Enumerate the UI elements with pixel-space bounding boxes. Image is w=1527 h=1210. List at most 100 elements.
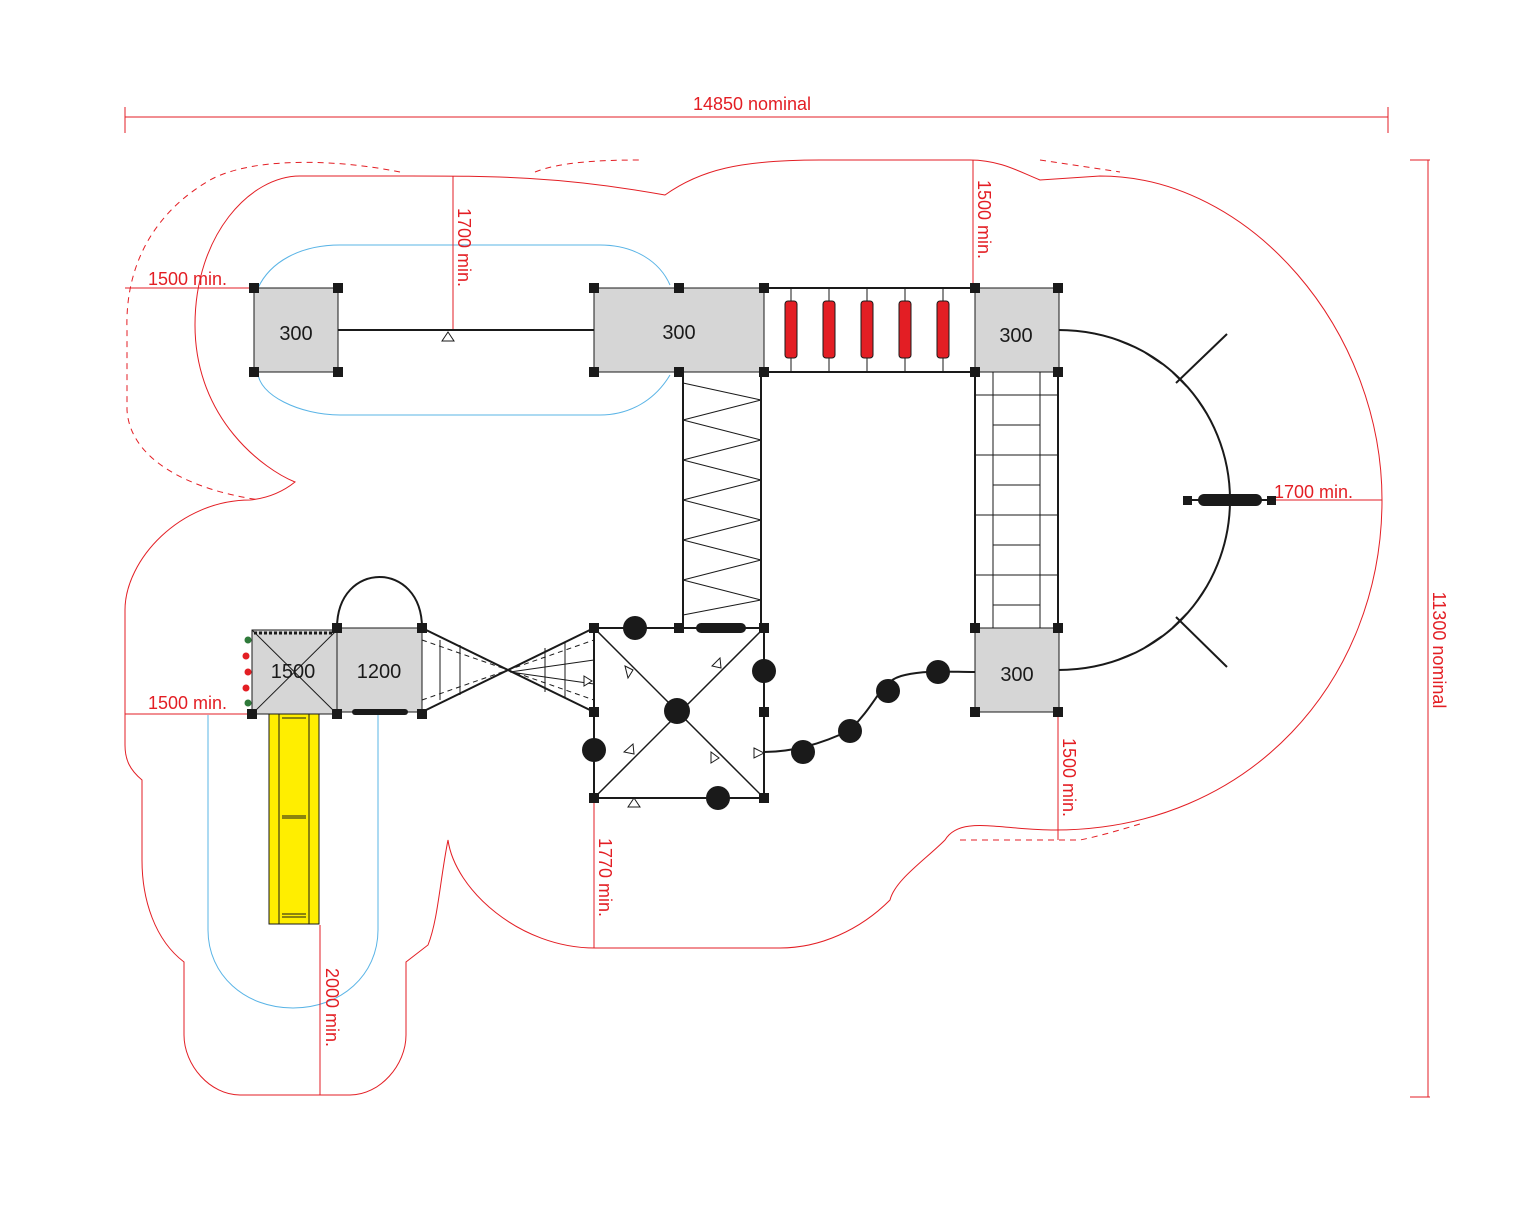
- monkey-bar-rung-icon: [784, 300, 798, 359]
- platform-lower-right-label: 300: [1000, 664, 1033, 686]
- square-post-icon: [332, 623, 342, 633]
- blue-zones: [207, 244, 671, 1009]
- triangle-handhold-icon: [627, 797, 641, 808]
- slide: [268, 713, 320, 925]
- deck-grab-bar: [352, 709, 408, 715]
- round-pod-icon: [623, 616, 647, 640]
- overall-height-label: 11300 nominal: [1429, 592, 1449, 709]
- top-right-clearance-label: 1500 min.: [974, 180, 994, 259]
- round-pod-icon: [582, 738, 606, 762]
- square-post-icon: [1053, 283, 1063, 293]
- square-post-icon: [247, 709, 257, 719]
- square-post-icon: [249, 367, 259, 377]
- square-post-icon: [970, 367, 980, 377]
- safety-zone-dashed-top: [534, 159, 641, 173]
- dimension-labels: 14850 nominal 11300 nominal 1700 min. 15…: [148, 94, 1449, 1047]
- triangle-handhold-icon: [622, 742, 635, 755]
- platform-top-center-label: 300: [662, 322, 695, 344]
- arc-tick: [1212, 555, 1222, 575]
- monkey-bar-rung-icon: [936, 300, 950, 359]
- stepping-pods: [582, 616, 950, 810]
- round-pod-icon: [926, 660, 950, 684]
- arc-tick: [1114, 652, 1134, 662]
- square-post-icon: [417, 623, 427, 633]
- upper-blue-zone: [257, 244, 671, 416]
- square-post-icon: [759, 283, 769, 293]
- monkey-bars: [784, 288, 950, 372]
- right-clearance-label: 1700 min.: [1274, 482, 1353, 502]
- square-post-icon: [332, 709, 342, 719]
- triangle-handhold-icon: [753, 747, 766, 759]
- platform-top-left-label: 300: [279, 323, 312, 345]
- arc-ticks: [1081, 330, 1230, 670]
- square-post-icon: [589, 283, 599, 293]
- square-post-icon: [970, 283, 980, 293]
- platform-labels: 300 300 300 300 1500 1200: [271, 322, 1034, 686]
- left-upper-clearance-label: 1500 min.: [148, 269, 227, 289]
- platform-lower-right: [974, 627, 1060, 713]
- arch-climber: [336, 576, 423, 629]
- crawl-net: [421, 627, 595, 713]
- arc-tick: [1224, 523, 1230, 544]
- bottom-center-clearance-label: 1770 min.: [595, 838, 615, 917]
- square-post-icon: [589, 793, 599, 803]
- platform-slide-deck-label: 1500: [271, 661, 316, 683]
- triangle-handhold-icon: [710, 751, 720, 764]
- monkey-bar-rung-icon: [898, 300, 912, 359]
- posts: [247, 283, 1063, 803]
- square-post-icon: [1053, 623, 1063, 633]
- platform-top-right-label: 300: [999, 325, 1032, 347]
- round-pod-icon: [791, 740, 815, 764]
- arc-tick: [1195, 585, 1207, 604]
- wall-climbing-holds: [242, 636, 252, 707]
- square-post-icon: [759, 623, 769, 633]
- arc-tick: [1172, 372, 1188, 388]
- stepping-chain: [763, 670, 976, 753]
- round-pod-icon: [838, 719, 862, 743]
- arc-tick: [1114, 338, 1134, 348]
- triangle-handhold-icon: [711, 656, 722, 669]
- square-post-icon: [759, 707, 769, 717]
- arc-tick: [1195, 396, 1207, 415]
- round-pod-icon: [752, 659, 776, 683]
- square-post-icon: [589, 623, 599, 633]
- handholds: [441, 331, 766, 808]
- safety-zone-outline: [124, 159, 1383, 1096]
- arc-tick: [1081, 664, 1102, 670]
- square-post-icon: [970, 707, 980, 717]
- square-post-icon: [674, 623, 684, 633]
- safety-zone: [124, 159, 1383, 1096]
- dimension-lines: [124, 107, 1430, 1098]
- arc-tick: [1144, 635, 1163, 648]
- square-post-icon: [589, 367, 599, 377]
- arc-tick: [1144, 352, 1163, 365]
- square-post-icon: [1053, 367, 1063, 377]
- square-post-icon: [249, 283, 259, 293]
- monkey-bar-rung-icon: [822, 300, 836, 359]
- safety-zone-dashed-left: [126, 161, 401, 501]
- climbing-net: [682, 382, 762, 616]
- triangle-handhold-icon: [624, 665, 634, 680]
- square-post-icon: [417, 709, 427, 719]
- square-post-icon: [970, 623, 980, 633]
- slide-exit-clearance-label: 2000 min.: [322, 968, 342, 1047]
- square-post-icon: [674, 367, 684, 377]
- square-post-icon: [589, 707, 599, 717]
- safety-zone-dashed-top-right: [1039, 159, 1121, 173]
- top-left-clearance-label: 1700 min.: [454, 208, 474, 287]
- ladder-rungs: [975, 394, 1058, 606]
- structure-lines: [336, 287, 1232, 799]
- arc-tick: [1172, 612, 1188, 628]
- square-post-icon: [674, 283, 684, 293]
- square-post-icon: [759, 367, 769, 377]
- triangle-handhold-icon: [441, 331, 455, 342]
- platform-top-right: [974, 287, 1060, 373]
- hub-grab-bar: [696, 623, 746, 633]
- bottom-right-clearance-label: 1500 min.: [1059, 738, 1079, 817]
- square-post-icon: [333, 367, 343, 377]
- platform-tunnel-deck-label: 1200: [357, 661, 402, 683]
- triangle-handhold-icon: [583, 675, 593, 687]
- slide-exit-zone: [207, 715, 379, 1009]
